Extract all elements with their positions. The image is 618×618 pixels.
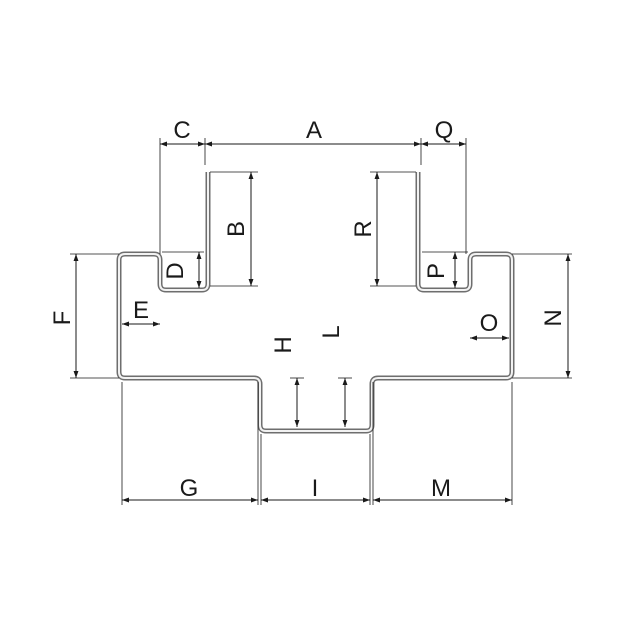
label-f: F (49, 311, 76, 326)
dimension-labels: C A Q G I M E O B R D P F N H L (49, 117, 567, 502)
label-p: P (423, 263, 450, 279)
metal-profile (116, 172, 515, 434)
label-c: C (173, 117, 190, 144)
label-b: B (223, 221, 250, 237)
label-m: M (431, 475, 451, 502)
label-e: E (133, 297, 149, 324)
label-q: Q (435, 117, 454, 144)
label-l: L (318, 325, 345, 338)
extension-lines (70, 138, 572, 505)
dimension-lines (73, 141, 571, 503)
label-g: G (180, 475, 199, 502)
label-i: I (312, 475, 319, 502)
label-h: H (270, 336, 297, 353)
label-a: A (306, 117, 322, 144)
label-d: D (162, 262, 189, 279)
label-o: O (480, 310, 499, 337)
label-r: R (350, 220, 377, 237)
label-n: N (540, 309, 567, 326)
